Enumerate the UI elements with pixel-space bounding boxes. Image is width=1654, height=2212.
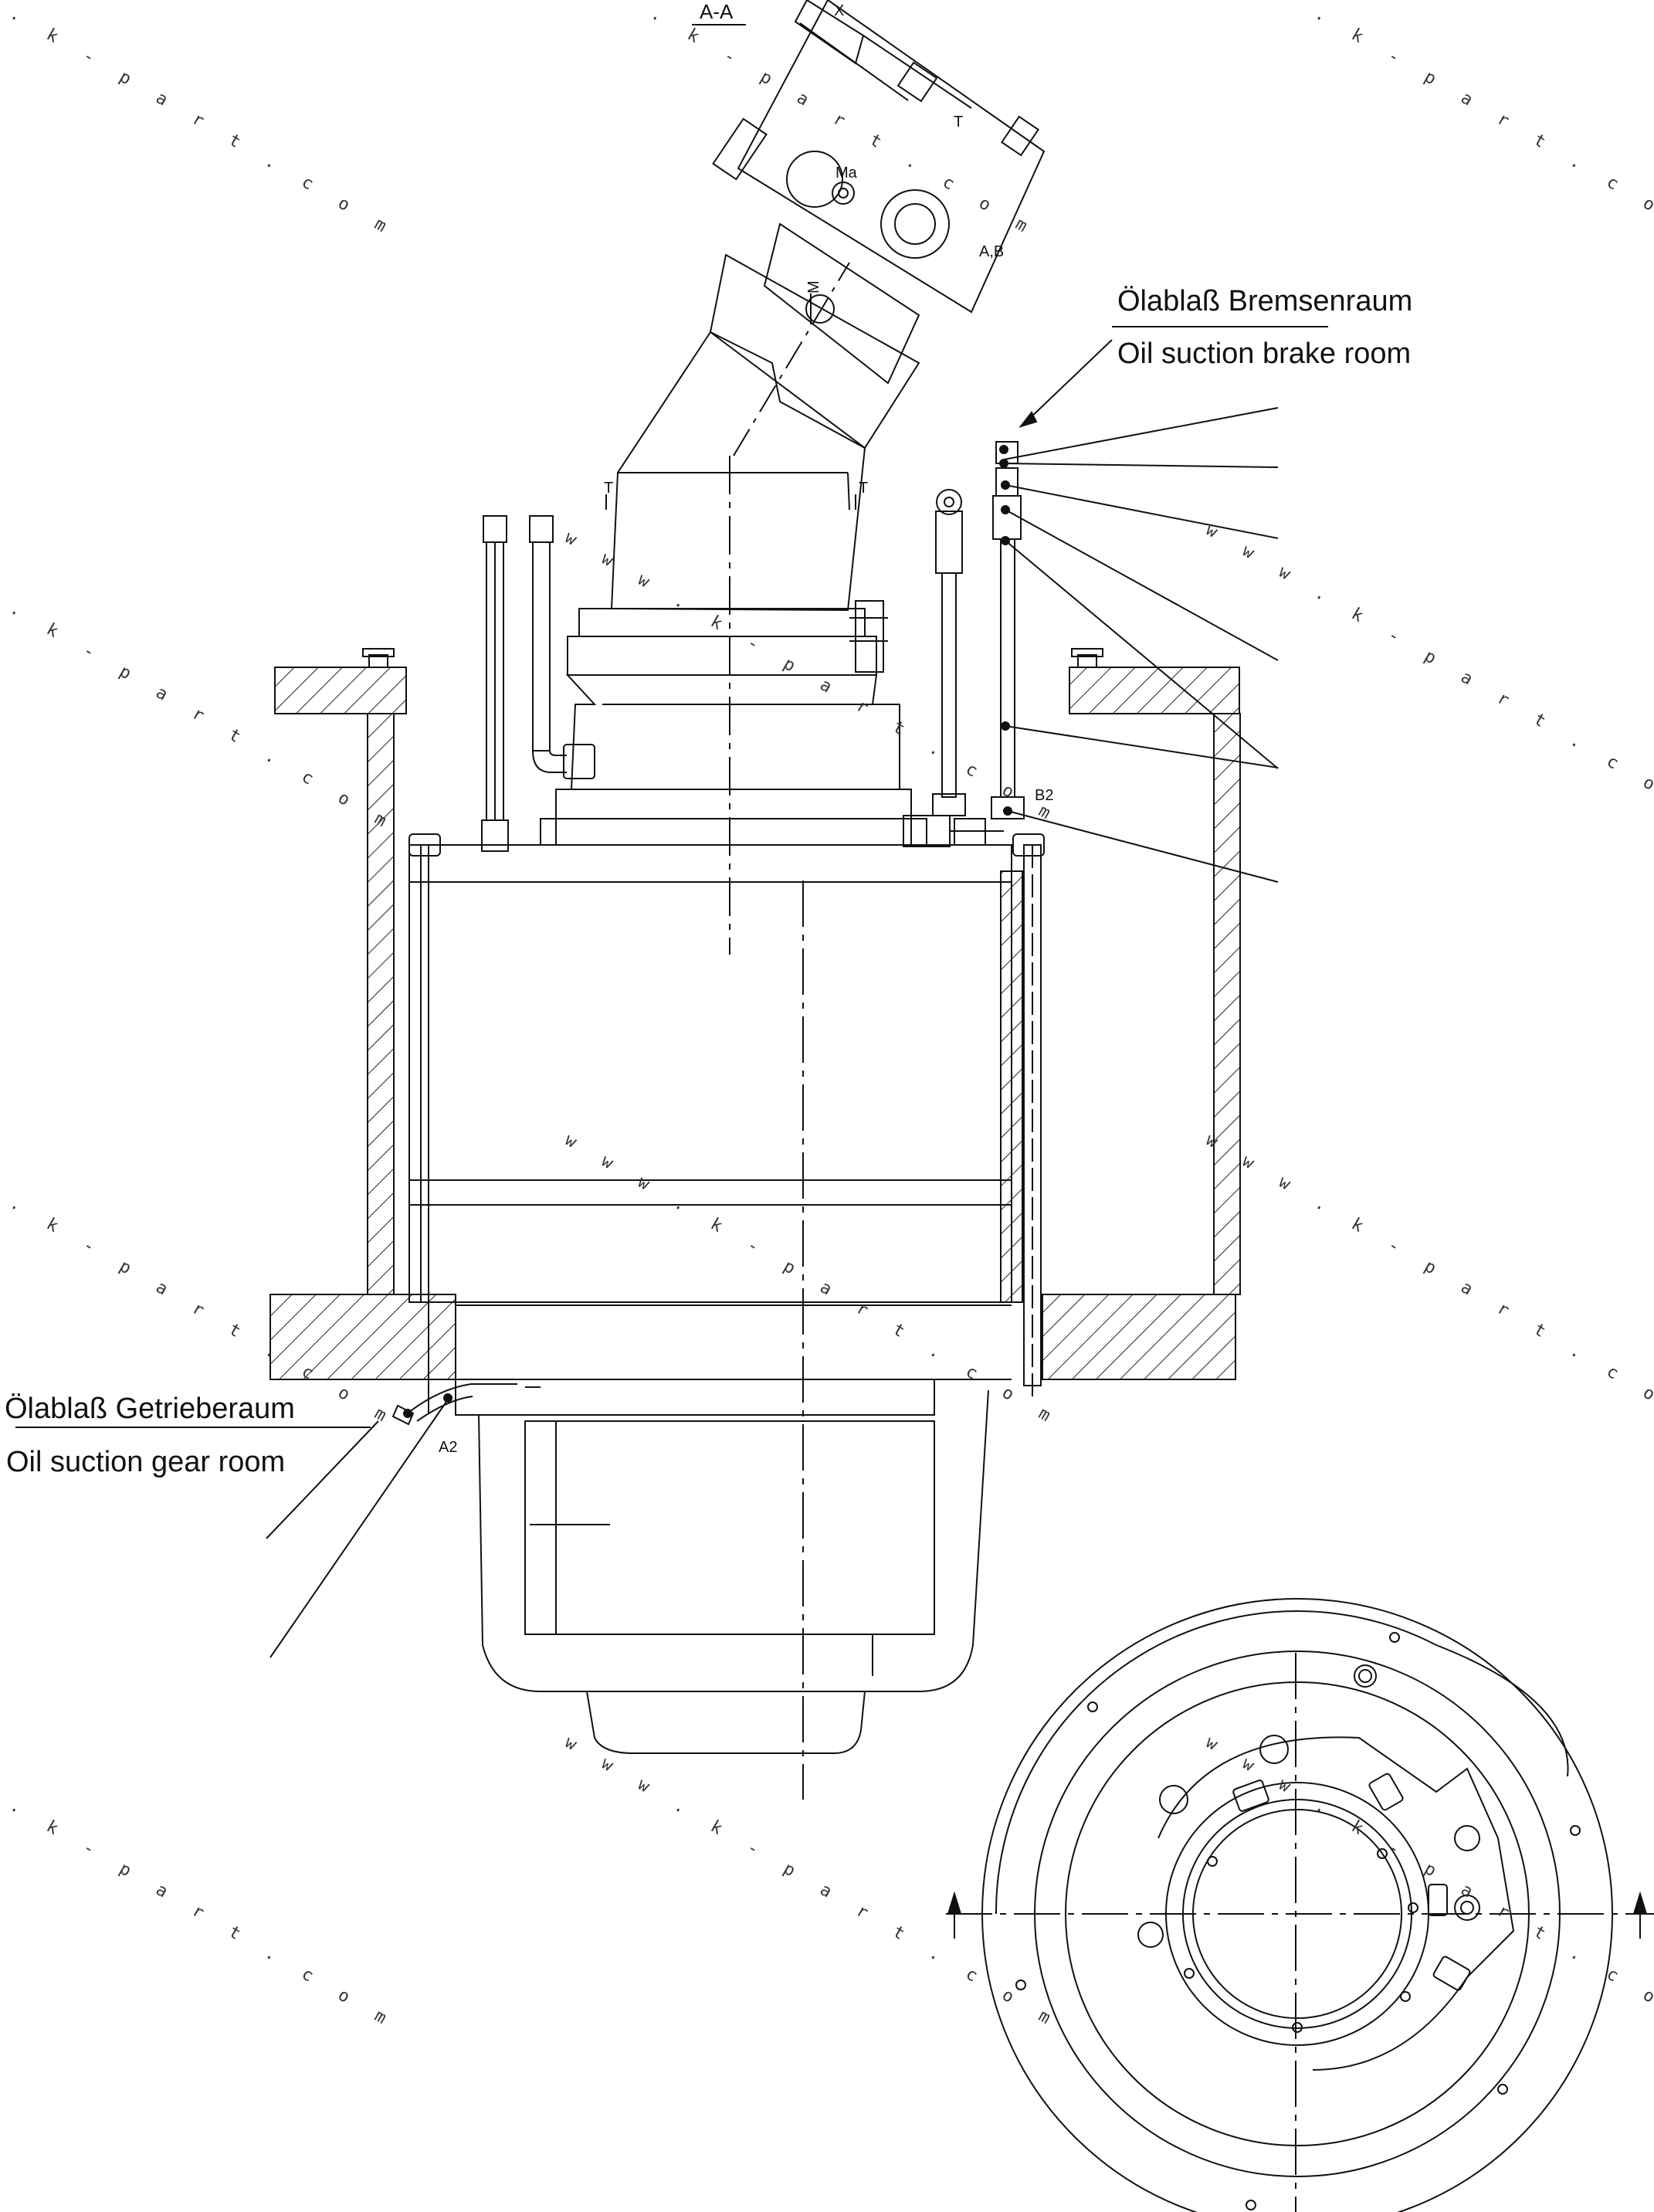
svg-text:w w w . k - p a r t . c o m: w w w . k - p a r t . c o m — [1202, 521, 1654, 821]
valve-block: Ma A,B T X — [712, 0, 1046, 314]
svg-text:w w w . k - p a r t . c o m: w w w . k - p a r t . c o m — [561, 1131, 1063, 1431]
svg-text:w w w . k - p a r t . c o m: w w w . k - p a r t . c o m — [0, 0, 399, 242]
plan-view — [946, 1598, 1654, 2212]
svg-text:w w w . k - p a r t . c o m: w w w . k - p a r t . c o m — [0, 1733, 399, 2034]
brake-drain-label-en: Oil suction brake room — [1117, 338, 1411, 370]
gear-housing — [408, 833, 1045, 1800]
svg-text:Ma: Ma — [835, 165, 858, 182]
svg-text:w w w . k - p a r t . c o m: w w w . k - p a r t . c o m — [1202, 1131, 1654, 1431]
port-a2-label: A2 — [439, 1439, 457, 1456]
gear-leaders — [15, 1399, 449, 1658]
cooling-tubes — [481, 441, 1025, 852]
svg-text:w w w . k - p a r t . c o m: w w w . k - p a r t . c o m — [538, 0, 1040, 242]
svg-text:w w w . k - p a r t . c o m: w w w . k - p a r t . c o m — [561, 528, 1063, 829]
port-b2-label: B2 — [1035, 787, 1053, 804]
svg-text:M: M — [805, 280, 822, 293]
gear-drain-label-de: Ölablaß Getrieberaum — [5, 1393, 295, 1425]
svg-text:w w w . k - p a r t . c o m: w w w . k - p a r t . c o m — [561, 1733, 1063, 2034]
svg-text:T: T — [859, 480, 868, 497]
brake-drain-label-de: Ölablaß Bremsenraum — [1117, 285, 1412, 317]
svg-text:A,B: A,B — [979, 243, 1004, 260]
gear-drain-fitting — [391, 1383, 517, 1426]
lower-housing — [455, 1379, 989, 1754]
svg-text:w w w . k - p a r t . c o m: w w w . k - p a r t . c o m — [1202, 1733, 1654, 2034]
svg-text:T: T — [604, 480, 613, 497]
upper-plate-right — [1069, 648, 1241, 1295]
section-title: A-A — [692, 0, 746, 25]
gear-drain-label-en: Oil suction gear room — [6, 1446, 285, 1478]
svg-text:X: X — [834, 2, 844, 19]
svg-text:w w w . k - p a r t . c o m: w w w . k - p a r t . c o m — [1202, 0, 1654, 242]
svg-text:T: T — [954, 114, 963, 131]
brake-leaders — [999, 326, 1328, 883]
svg-text:A-A: A-A — [700, 0, 734, 23]
svg-text:w w w . k - p a r t . c o m: w w w . k - p a r t . c o m — [0, 1131, 399, 1431]
upper-plate-left — [274, 648, 407, 1295]
lower-mounting-plate — [269, 1294, 1236, 1413]
motor-housing: M T T — [604, 222, 920, 673]
